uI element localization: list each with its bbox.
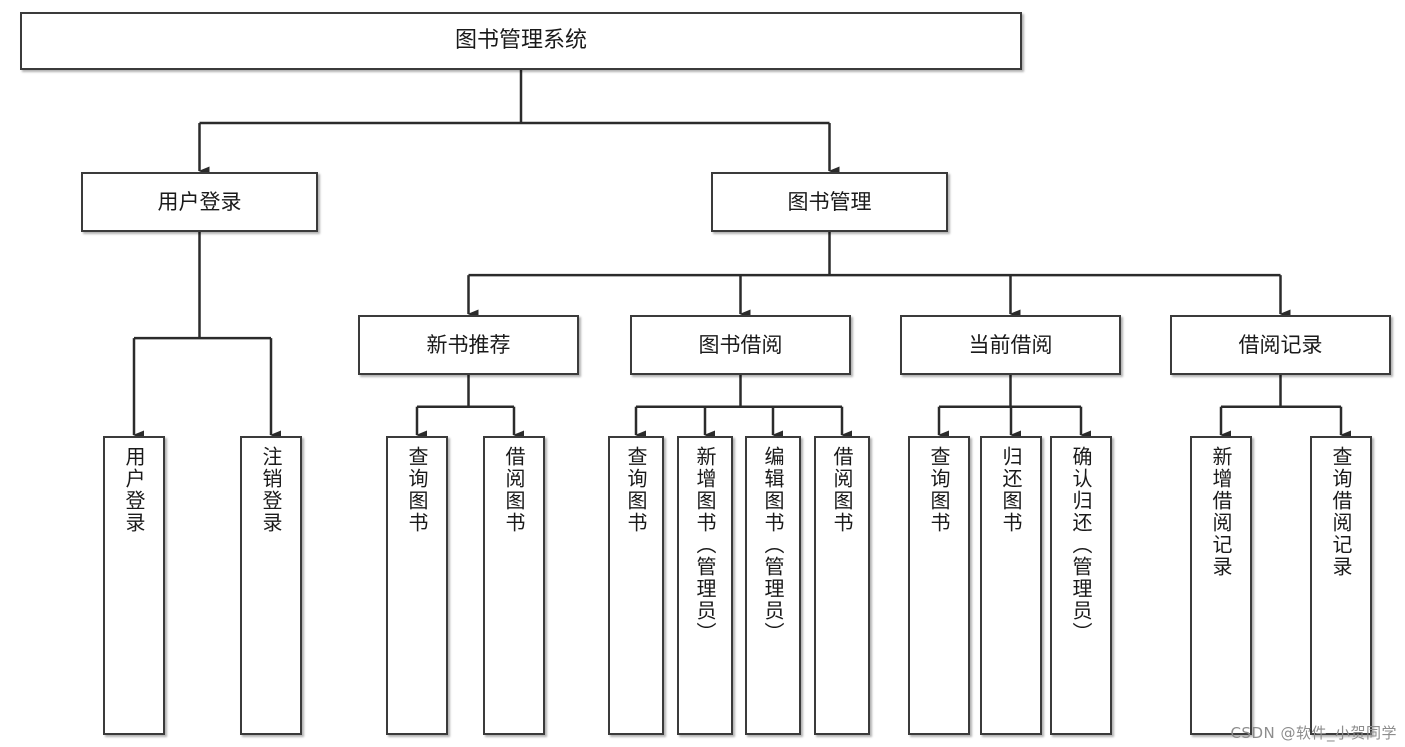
- node-new-book-rec[interactable]: 新书推荐: [358, 315, 579, 375]
- node-leaf-cb-confirm[interactable]: 确认归还（管理员）: [1050, 436, 1112, 735]
- node-label: 用户登录: [122, 446, 146, 534]
- node-book-manage[interactable]: 图书管理: [711, 172, 948, 232]
- node-label: 用户登录: [157, 189, 242, 214]
- edge-group: [132, 70, 1351, 440]
- node-leaf-bb-edit[interactable]: 编辑图书（管理员）: [745, 436, 801, 735]
- node-label: 确认归还（管理员）: [1069, 446, 1093, 644]
- node-leaf-cb-return[interactable]: 归还图书: [980, 436, 1042, 735]
- node-label: 当前借阅: [968, 332, 1053, 357]
- node-label: 归还图书: [999, 446, 1023, 534]
- node-label: 查询借阅记录: [1329, 446, 1353, 578]
- node-label: 图书借阅: [698, 332, 783, 357]
- node-leaf-bb-borrow[interactable]: 借阅图书: [814, 436, 870, 735]
- node-label: 借阅图书: [502, 446, 526, 534]
- node-label: 新增图书（管理员）: [693, 446, 717, 644]
- watermark-credit: CSDN @软件_小贺同学: [1230, 724, 1397, 742]
- node-borrow-record[interactable]: 借阅记录: [1170, 315, 1391, 375]
- node-current-borrow[interactable]: 当前借阅: [900, 315, 1121, 375]
- node-leaf-bb-add[interactable]: 新增图书（管理员）: [677, 436, 733, 735]
- node-leaf-user-logout[interactable]: 注销登录: [240, 436, 302, 735]
- node-leaf-br-query[interactable]: 查询借阅记录: [1310, 436, 1372, 735]
- node-user-login[interactable]: 用户登录: [81, 172, 318, 232]
- node-label: 借阅记录: [1238, 332, 1323, 357]
- node-root[interactable]: 图书管理系统: [20, 12, 1022, 70]
- node-leaf-cb-query[interactable]: 查询图书: [908, 436, 970, 735]
- node-label: 查询图书: [927, 446, 951, 534]
- node-label: 图书管理系统: [454, 28, 587, 54]
- node-label: 查询图书: [624, 446, 648, 534]
- node-label: 查询图书: [405, 446, 429, 534]
- node-leaf-user-login[interactable]: 用户登录: [103, 436, 165, 735]
- node-label: 新增借阅记录: [1209, 446, 1233, 578]
- node-label: 图书管理: [787, 189, 872, 214]
- node-label: 借阅图书: [830, 446, 854, 534]
- node-leaf-rec-borrow[interactable]: 借阅图书: [483, 436, 545, 735]
- node-leaf-br-add[interactable]: 新增借阅记录: [1190, 436, 1252, 735]
- node-leaf-rec-query[interactable]: 查询图书: [386, 436, 448, 735]
- node-book-borrow[interactable]: 图书借阅: [630, 315, 851, 375]
- node-leaf-bb-query[interactable]: 查询图书: [608, 436, 664, 735]
- node-label: 编辑图书（管理员）: [761, 446, 785, 644]
- node-label: 注销登录: [259, 446, 283, 534]
- node-label: 新书推荐: [426, 332, 511, 357]
